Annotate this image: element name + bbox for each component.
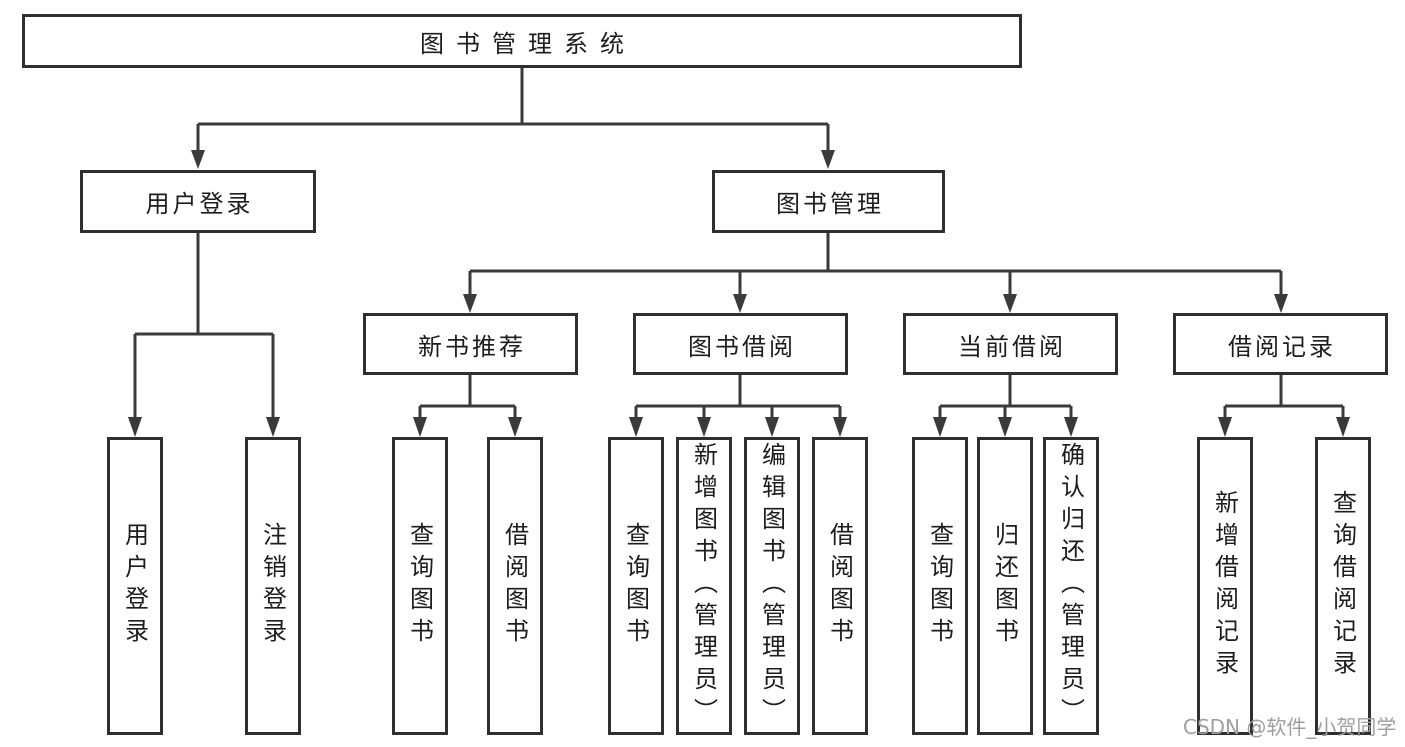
leaf-user-login-label: 用户登录 xyxy=(120,522,149,650)
leaf-confirm-return-admin-label: 确认归还（管理员） xyxy=(1056,442,1085,730)
leaf-query-books-current: 查询图书 xyxy=(912,437,968,735)
leaf-query-books-recommend: 查询图书 xyxy=(392,437,448,735)
node-new-book-recommendation-label: 新书推荐 xyxy=(418,332,526,361)
leaf-query-books-recommend-label: 查询图书 xyxy=(405,522,434,650)
node-borrowing-records: 借阅记录 xyxy=(1173,313,1388,375)
node-book-borrowing: 图书借阅 xyxy=(633,313,848,375)
node-library-management-system-label: 图书管理系统 xyxy=(420,29,636,58)
arrowhead-icon xyxy=(833,417,847,437)
leaf-add-borrow-record-label: 新增借阅记录 xyxy=(1210,490,1239,682)
node-book-management: 图书管理 xyxy=(712,170,945,233)
leaf-edit-book-admin-label: 编辑图书（管理员） xyxy=(757,442,786,730)
node-book-management-label: 图书管理 xyxy=(776,190,884,218)
arrowhead-icon xyxy=(1274,294,1288,313)
node-borrowing-records-label: 借阅记录 xyxy=(1228,332,1336,361)
leaf-borrow-books-recommend: 借阅图书 xyxy=(487,437,543,735)
leaf-return-book: 归还图书 xyxy=(977,437,1033,735)
arrowhead-icon xyxy=(697,417,711,437)
arrowhead-icon xyxy=(1218,417,1232,437)
leaf-logout: 注销登录 xyxy=(245,437,301,735)
arrowhead-icon xyxy=(1003,294,1017,313)
arrowhead-icon xyxy=(821,150,835,169)
node-library-management-system: 图书管理系统 xyxy=(22,14,1022,68)
leaf-borrow-books-recommend-label: 借阅图书 xyxy=(500,522,529,650)
leaf-add-book-admin: 新增图书（管理员） xyxy=(676,437,732,735)
leaf-query-books-borrowing: 查询图书 xyxy=(608,437,664,735)
leaf-logout-label: 注销登录 xyxy=(258,522,287,650)
leaf-edit-book-admin: 编辑图书（管理员） xyxy=(744,437,800,735)
arrowhead-icon xyxy=(463,294,477,313)
leaf-confirm-return-admin: 确认归还（管理员） xyxy=(1043,437,1099,735)
leaf-borrow-books-borrowing: 借阅图书 xyxy=(812,437,868,735)
arrowhead-icon xyxy=(413,417,427,437)
arrowhead-icon xyxy=(1336,417,1350,437)
csdn-watermark: CSDN @软件_小贺同学 xyxy=(1183,715,1397,739)
leaf-return-book-label: 归还图书 xyxy=(990,522,1019,650)
leaf-user-login: 用户登录 xyxy=(107,437,163,735)
arrowhead-icon xyxy=(933,417,947,437)
leaf-add-book-admin-label: 新增图书（管理员） xyxy=(689,442,718,730)
leaf-query-borrow-record-label: 查询借阅记录 xyxy=(1328,490,1357,682)
leaf-query-books-borrowing-label: 查询图书 xyxy=(621,522,650,650)
connector-path xyxy=(133,68,1345,419)
arrowhead-icon xyxy=(128,417,142,437)
leaf-query-borrow-record: 查询借阅记录 xyxy=(1315,437,1371,735)
node-current-borrowing-label: 当前借阅 xyxy=(958,332,1066,361)
arrowhead-icon xyxy=(1064,417,1078,437)
arrowhead-icon xyxy=(266,417,280,437)
arrowhead-icon xyxy=(733,294,747,313)
arrowhead-icon xyxy=(629,417,643,437)
arrowhead-icon xyxy=(191,150,205,169)
leaf-add-borrow-record: 新增借阅记录 xyxy=(1197,437,1253,735)
leaf-borrow-books-borrowing-label: 借阅图书 xyxy=(825,522,854,650)
node-user-login-group-label: 用户登录 xyxy=(145,190,254,218)
arrowhead-icon xyxy=(998,417,1012,437)
node-new-book-recommendation: 新书推荐 xyxy=(363,313,578,375)
node-current-borrowing: 当前借阅 xyxy=(903,313,1118,375)
arrowhead-icon xyxy=(765,417,779,437)
node-user-login-group: 用户登录 xyxy=(80,170,316,233)
leaf-query-books-current-label: 查询图书 xyxy=(925,522,954,650)
arrowhead-icon xyxy=(508,417,522,437)
node-book-borrowing-label: 图书借阅 xyxy=(688,332,796,361)
